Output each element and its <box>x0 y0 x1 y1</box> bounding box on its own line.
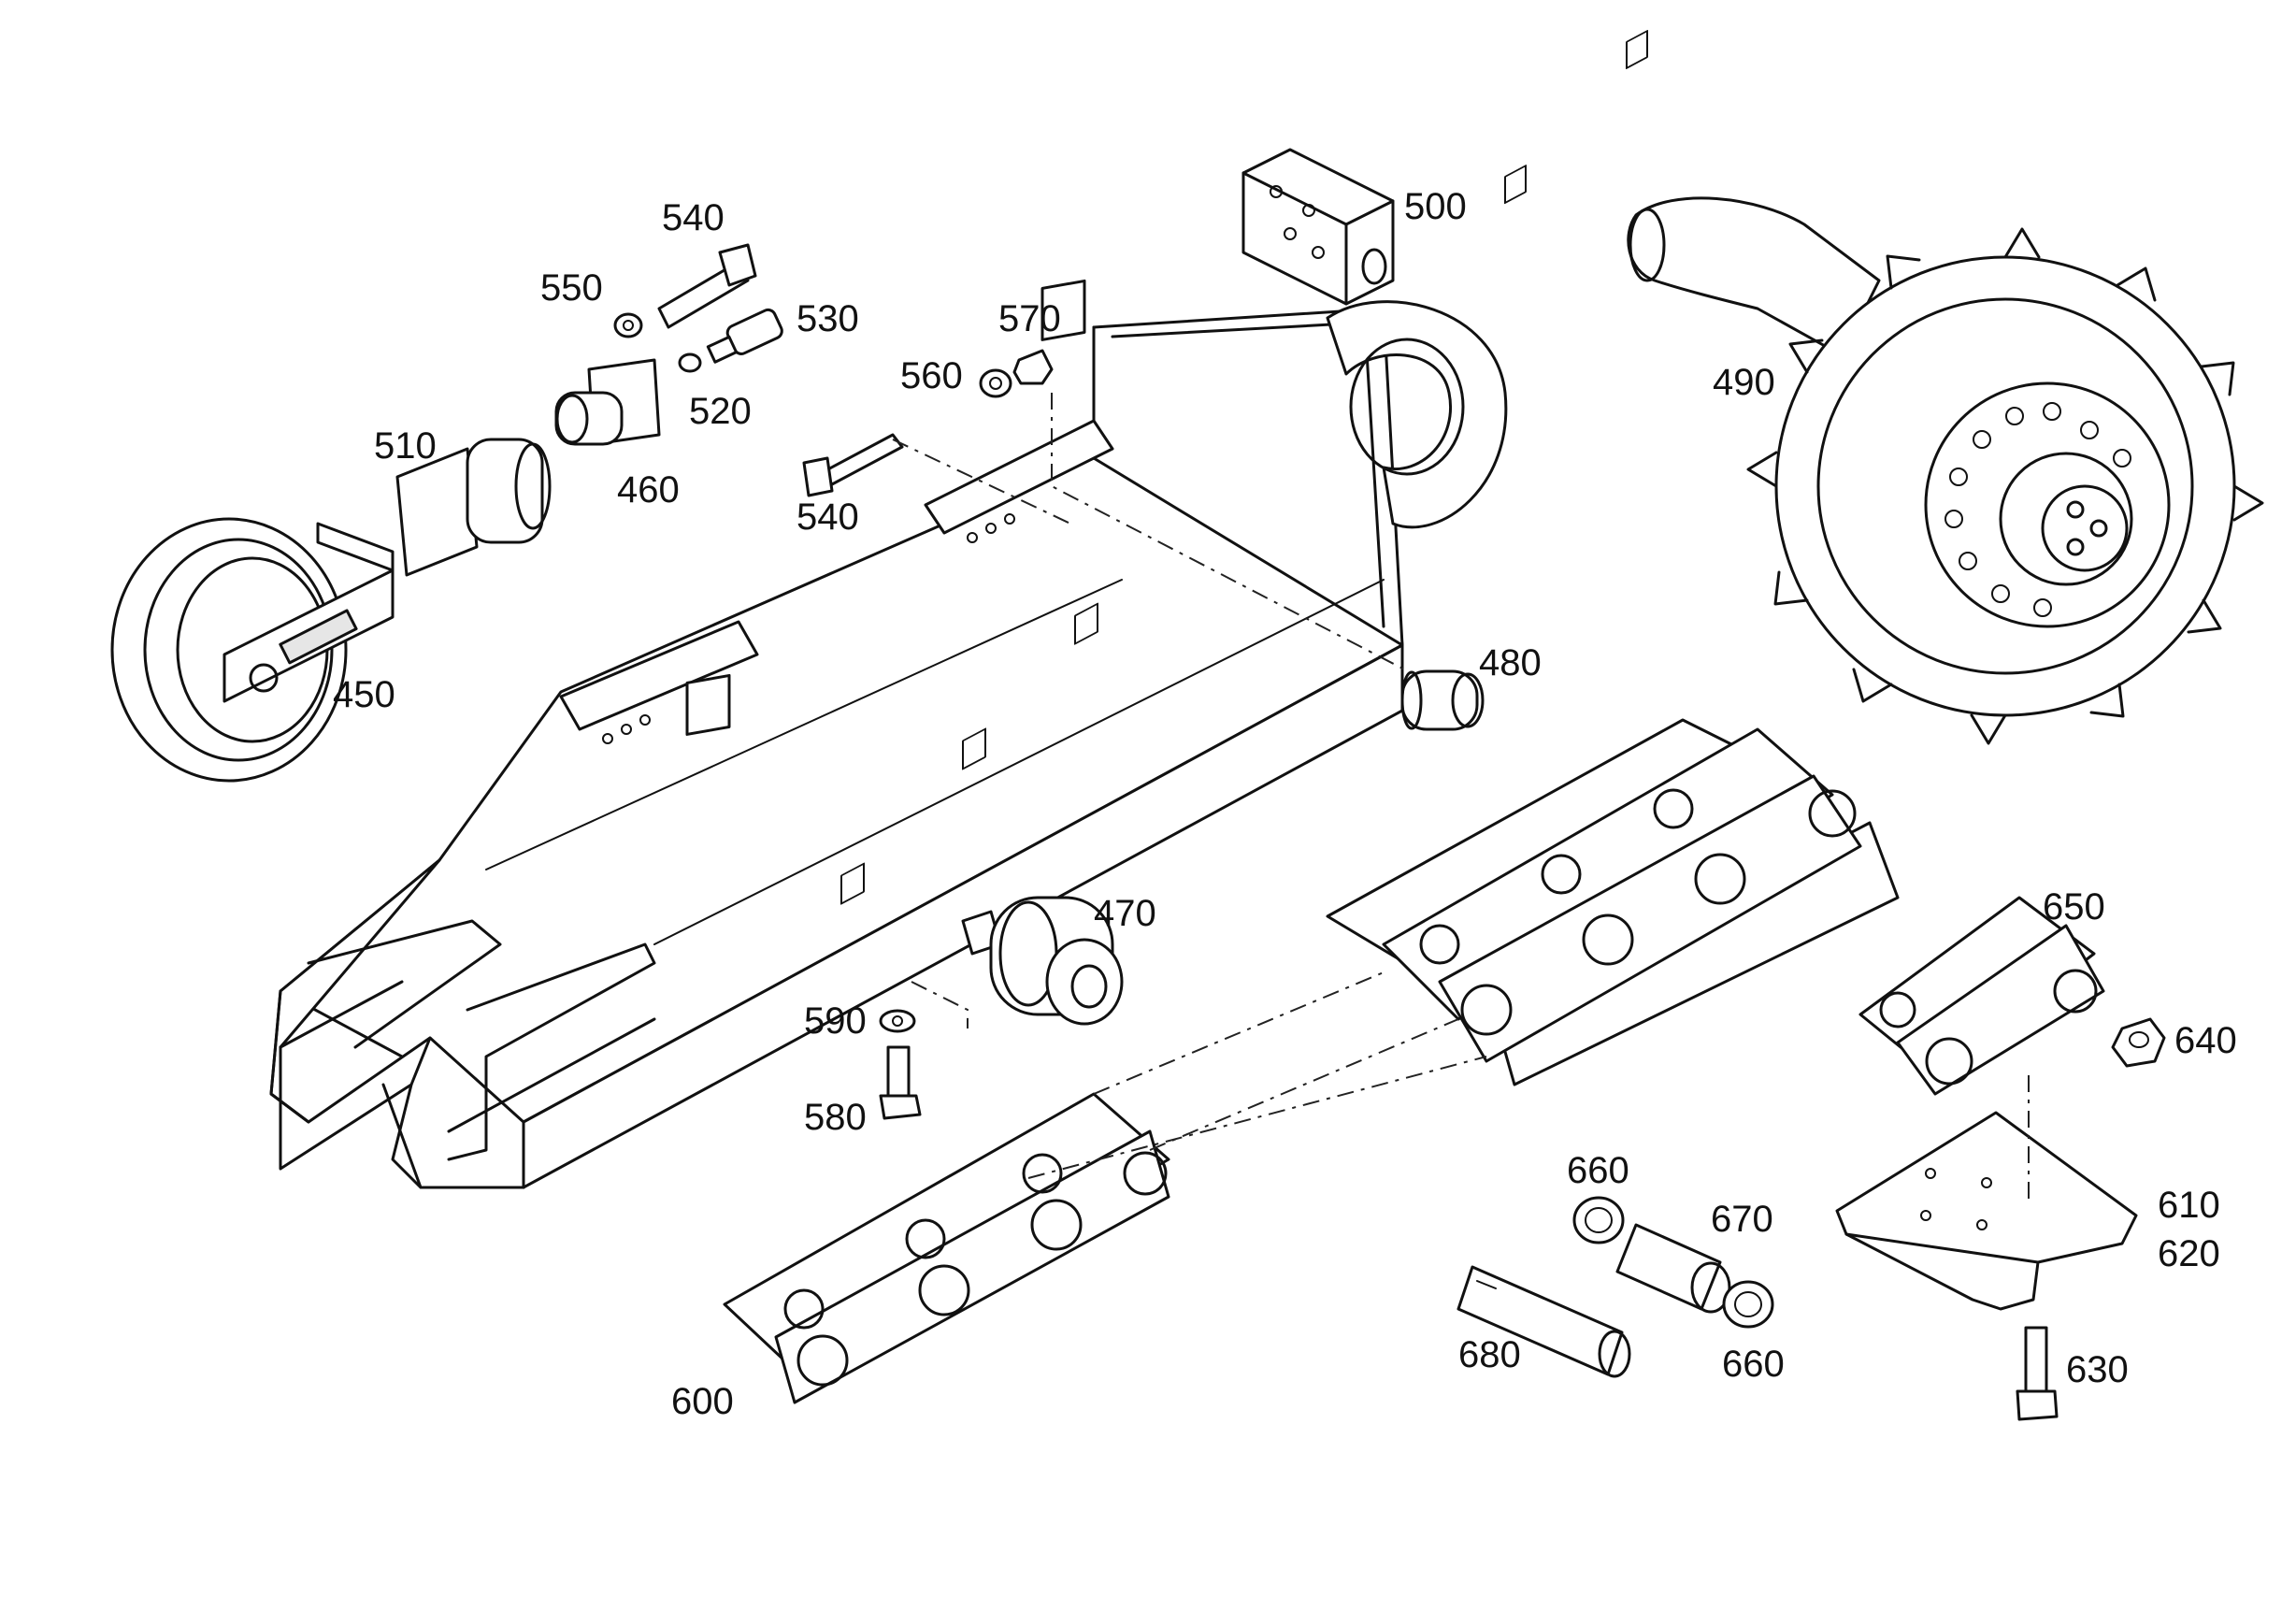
part-label-570: 570 <box>998 298 1061 339</box>
part-label-560: 560 <box>900 355 963 396</box>
part-label-480: 480 <box>1479 642 1542 683</box>
tension-cylinder-part <box>395 358 661 577</box>
nut-part <box>2111 1017 2166 1068</box>
part-label-610: 610 <box>2158 1185 2220 1226</box>
part-label-470: 470 <box>1094 893 1156 934</box>
carrier-roller-part <box>1400 669 1485 731</box>
part-label-520: 520 <box>689 391 752 432</box>
part-label-670: 670 <box>1711 1199 1773 1240</box>
part-label-550: 550 <box>540 267 603 309</box>
part-labels: 450 460 470 480 490 500 510 520 530 540 … <box>333 186 2237 1422</box>
shoe-bolt-part <box>2016 1326 2059 1421</box>
sprocket-drive-part <box>1627 196 2264 745</box>
part-label-590: 590 <box>804 1000 867 1042</box>
track-shoe-part <box>1835 1075 2138 1311</box>
part-label-580: 580 <box>804 1097 867 1138</box>
part-label-510: 510 <box>374 425 437 467</box>
part-label-640: 640 <box>2174 1020 2237 1061</box>
part-label-680: 680 <box>1458 1334 1521 1375</box>
pin-bushing-group <box>1457 1196 1774 1378</box>
part-label-530: 530 <box>796 298 859 339</box>
part-label-650: 650 <box>2043 886 2105 928</box>
part-label-660-bottom: 660 <box>1722 1344 1785 1385</box>
part-label-540-middle: 540 <box>796 496 859 538</box>
bolt-group-middle <box>802 349 1413 674</box>
track-link-part <box>1858 896 2105 1096</box>
part-label-490: 490 <box>1713 362 1775 403</box>
grease-valve-group <box>613 243 783 373</box>
track-roller-part <box>879 896 1124 1120</box>
track-chain-with-shoes <box>1027 29 1900 1179</box>
track-chain-assembly <box>723 602 1170 1404</box>
part-label-500: 500 <box>1404 186 1467 227</box>
part-label-540-top: 540 <box>662 197 725 238</box>
idler-wheel-part <box>110 517 395 783</box>
part-label-460: 460 <box>617 469 680 511</box>
part-label-600: 600 <box>671 1381 734 1422</box>
track-frame <box>269 279 1508 1189</box>
valve-block-part <box>1241 148 1395 306</box>
part-label-450: 450 <box>333 674 395 715</box>
part-label-620: 620 <box>2158 1233 2220 1274</box>
part-label-630: 630 <box>2066 1349 2129 1390</box>
part-label-660-top: 660 <box>1567 1150 1629 1191</box>
